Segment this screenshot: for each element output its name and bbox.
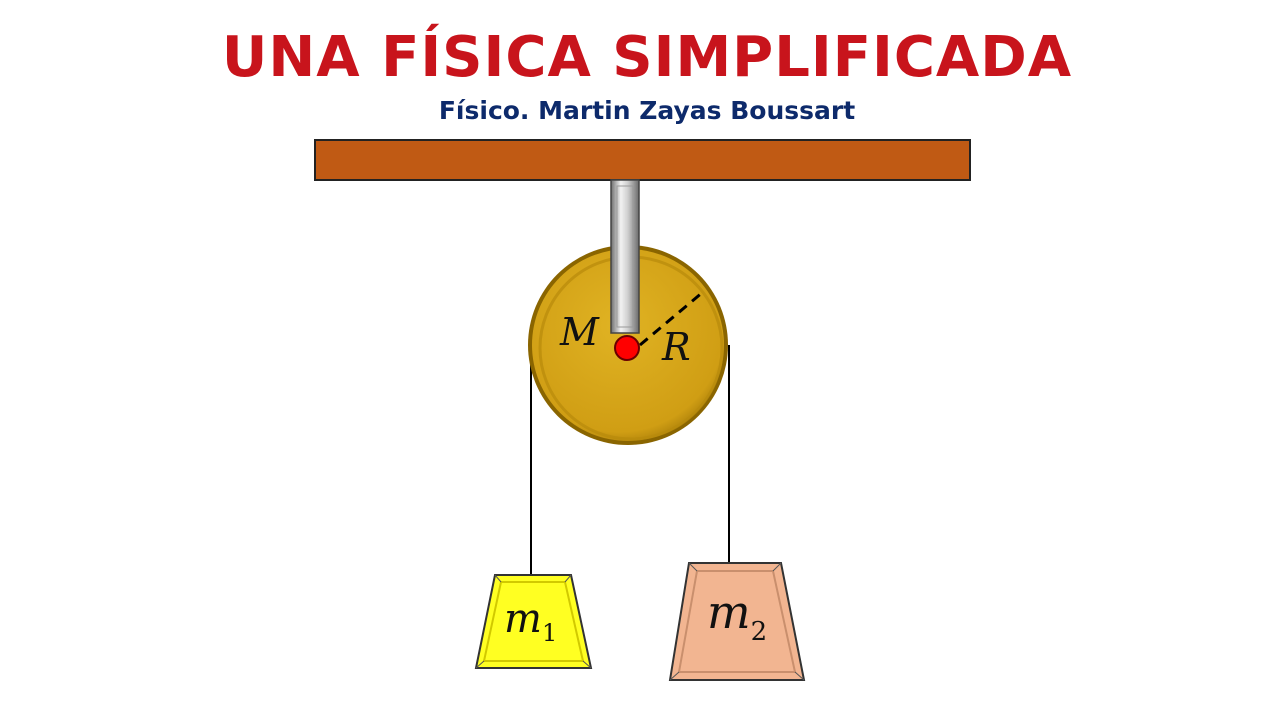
mass-2-symbol: m — [707, 585, 751, 639]
page-title: UNA FÍSICA SIMPLIFICADA — [221, 25, 1073, 90]
mass-1-block: m1 — [474, 574, 593, 669]
pulley-radius-label: R — [661, 325, 691, 369]
svg-text:m1: m1 — [504, 596, 557, 647]
radius-line — [639, 290, 704, 347]
svg-text:m2: m2 — [707, 585, 767, 647]
mass-2-block: m2 — [668, 562, 806, 681]
mass-1-symbol: m — [504, 596, 542, 642]
mass-1-subscript: 1 — [542, 619, 557, 647]
support-rod — [610, 179, 640, 334]
axle-point — [614, 335, 640, 361]
author-subtitle: Físico. Martin Zayas Boussart — [438, 96, 856, 125]
pulley-mass-label: M — [559, 310, 600, 354]
ceiling-beam — [314, 139, 971, 181]
mass-2-subscript: 2 — [751, 617, 768, 647]
